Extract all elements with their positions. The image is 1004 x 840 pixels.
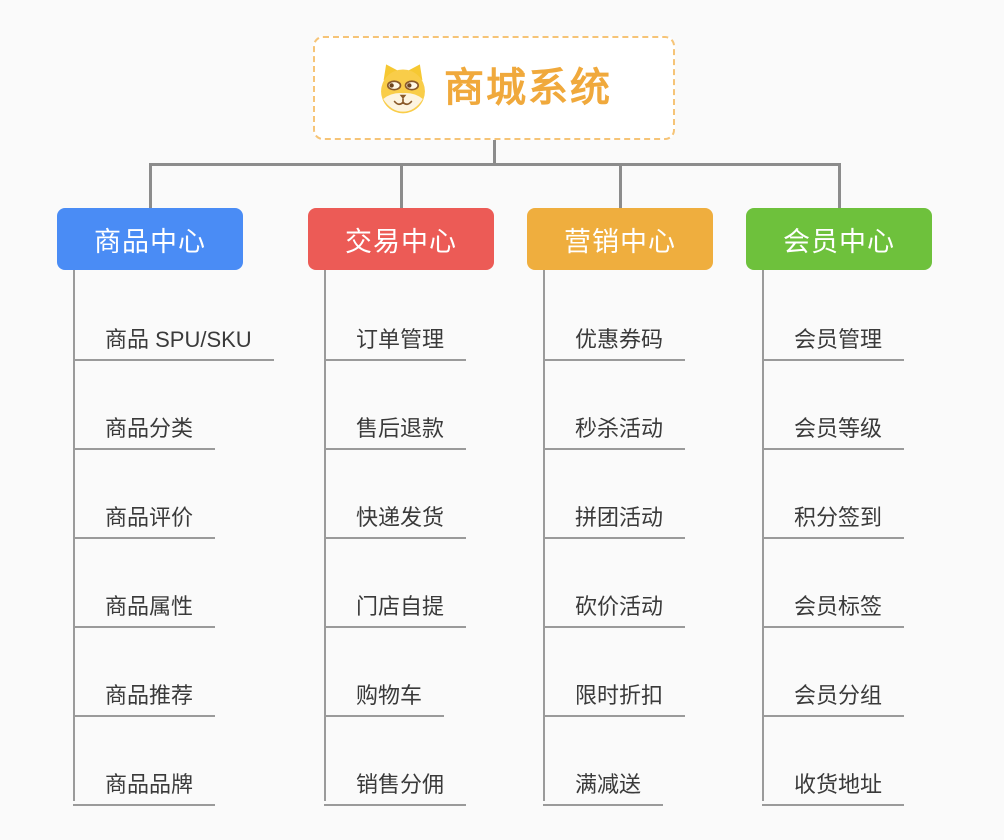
branch-node-4[interactable]: 会员中心: [746, 208, 932, 270]
leaf-label: 会员分组: [794, 683, 883, 708]
leaf-label: 商品分类: [105, 416, 194, 441]
branch-label: 交易中心: [345, 226, 457, 257]
leaf-node[interactable]: 秒杀活动: [543, 405, 686, 450]
connector-branch-drop: [400, 163, 403, 208]
leaf-label: 满减送: [575, 772, 642, 797]
leaf-label: 订单管理: [356, 327, 445, 352]
leaf-label: 砍价活动: [575, 594, 664, 619]
leaf-node[interactable]: 商品属性: [73, 583, 216, 628]
leaf-label: 秒杀活动: [575, 416, 664, 441]
leaf-node[interactable]: 优惠券码: [543, 316, 686, 361]
root-node[interactable]: 商城系统: [313, 36, 675, 140]
leaf-label: 售后退款: [356, 416, 445, 441]
leaf-node[interactable]: 商品推荐: [73, 672, 216, 717]
leaf-label: 限时折扣: [575, 683, 664, 708]
root-title: 商城系统: [444, 66, 612, 110]
leaf-node[interactable]: 商品分类: [73, 405, 216, 450]
leaf-label: 商品评价: [105, 505, 194, 530]
leaf-node[interactable]: 满减送: [543, 761, 664, 806]
leaf-label: 门店自提: [356, 594, 445, 619]
leaf-label: 销售分佣: [356, 772, 445, 797]
leaf-node[interactable]: 会员等级: [762, 405, 905, 450]
leaf-node[interactable]: 会员标签: [762, 583, 905, 628]
leaf-node[interactable]: 商品 SPU/SKU: [73, 316, 274, 361]
leaf-label: 会员标签: [794, 594, 883, 619]
leaf-node[interactable]: 商品品牌: [73, 761, 216, 806]
leaf-node[interactable]: 快递发货: [324, 494, 467, 539]
leaf-label: 商品推荐: [105, 683, 194, 708]
branch-node-3[interactable]: 营销中心: [527, 208, 713, 270]
leaf-node[interactable]: 限时折扣: [543, 672, 686, 717]
leaf-node[interactable]: 砍价活动: [543, 583, 686, 628]
connector-column-line: [762, 270, 764, 801]
leaf-node[interactable]: 门店自提: [324, 583, 467, 628]
leaf-label: 购物车: [356, 683, 423, 708]
leaf-node[interactable]: 购物车: [324, 672, 445, 717]
leaf-node[interactable]: 积分签到: [762, 494, 905, 539]
leaf-label: 会员等级: [794, 416, 883, 441]
leaf-label: 收货地址: [794, 772, 883, 797]
branch-label: 商品中心: [94, 226, 206, 257]
connector-branch-drop: [149, 163, 152, 208]
leaf-node[interactable]: 拼团活动: [543, 494, 686, 539]
leaf-node[interactable]: 会员管理: [762, 316, 905, 361]
connector-horizontal-bar: [150, 163, 841, 166]
leaf-label: 积分签到: [794, 505, 883, 530]
leaf-node[interactable]: 订单管理: [324, 316, 467, 361]
leaf-label: 快递发货: [356, 505, 445, 530]
connector-branch-drop: [838, 163, 841, 208]
connector-root-drop: [493, 140, 496, 166]
connector-column-line: [73, 270, 75, 801]
connector-column-line: [543, 270, 545, 801]
leaf-label: 商品 SPU/SKU: [105, 327, 252, 352]
leaf-node[interactable]: 售后退款: [324, 405, 467, 450]
leaf-label: 优惠券码: [575, 327, 664, 352]
leaf-node[interactable]: 商品评价: [73, 494, 216, 539]
connector-branch-drop: [619, 163, 622, 208]
connector-column-line: [324, 270, 326, 801]
branch-node-1[interactable]: 商品中心: [57, 208, 243, 270]
branch-node-2[interactable]: 交易中心: [308, 208, 494, 270]
dog-face-icon: [381, 64, 425, 114]
leaf-label: 拼团活动: [575, 505, 664, 530]
branch-label: 会员中心: [783, 226, 895, 257]
leaf-node[interactable]: 销售分佣: [324, 761, 467, 806]
leaf-node[interactable]: 收货地址: [762, 761, 905, 806]
branch-label: 营销中心: [564, 226, 676, 257]
leaf-label: 会员管理: [794, 327, 883, 352]
leaf-label: 商品属性: [105, 594, 194, 619]
leaf-node[interactable]: 会员分组: [762, 672, 905, 717]
leaf-label: 商品品牌: [105, 772, 194, 797]
